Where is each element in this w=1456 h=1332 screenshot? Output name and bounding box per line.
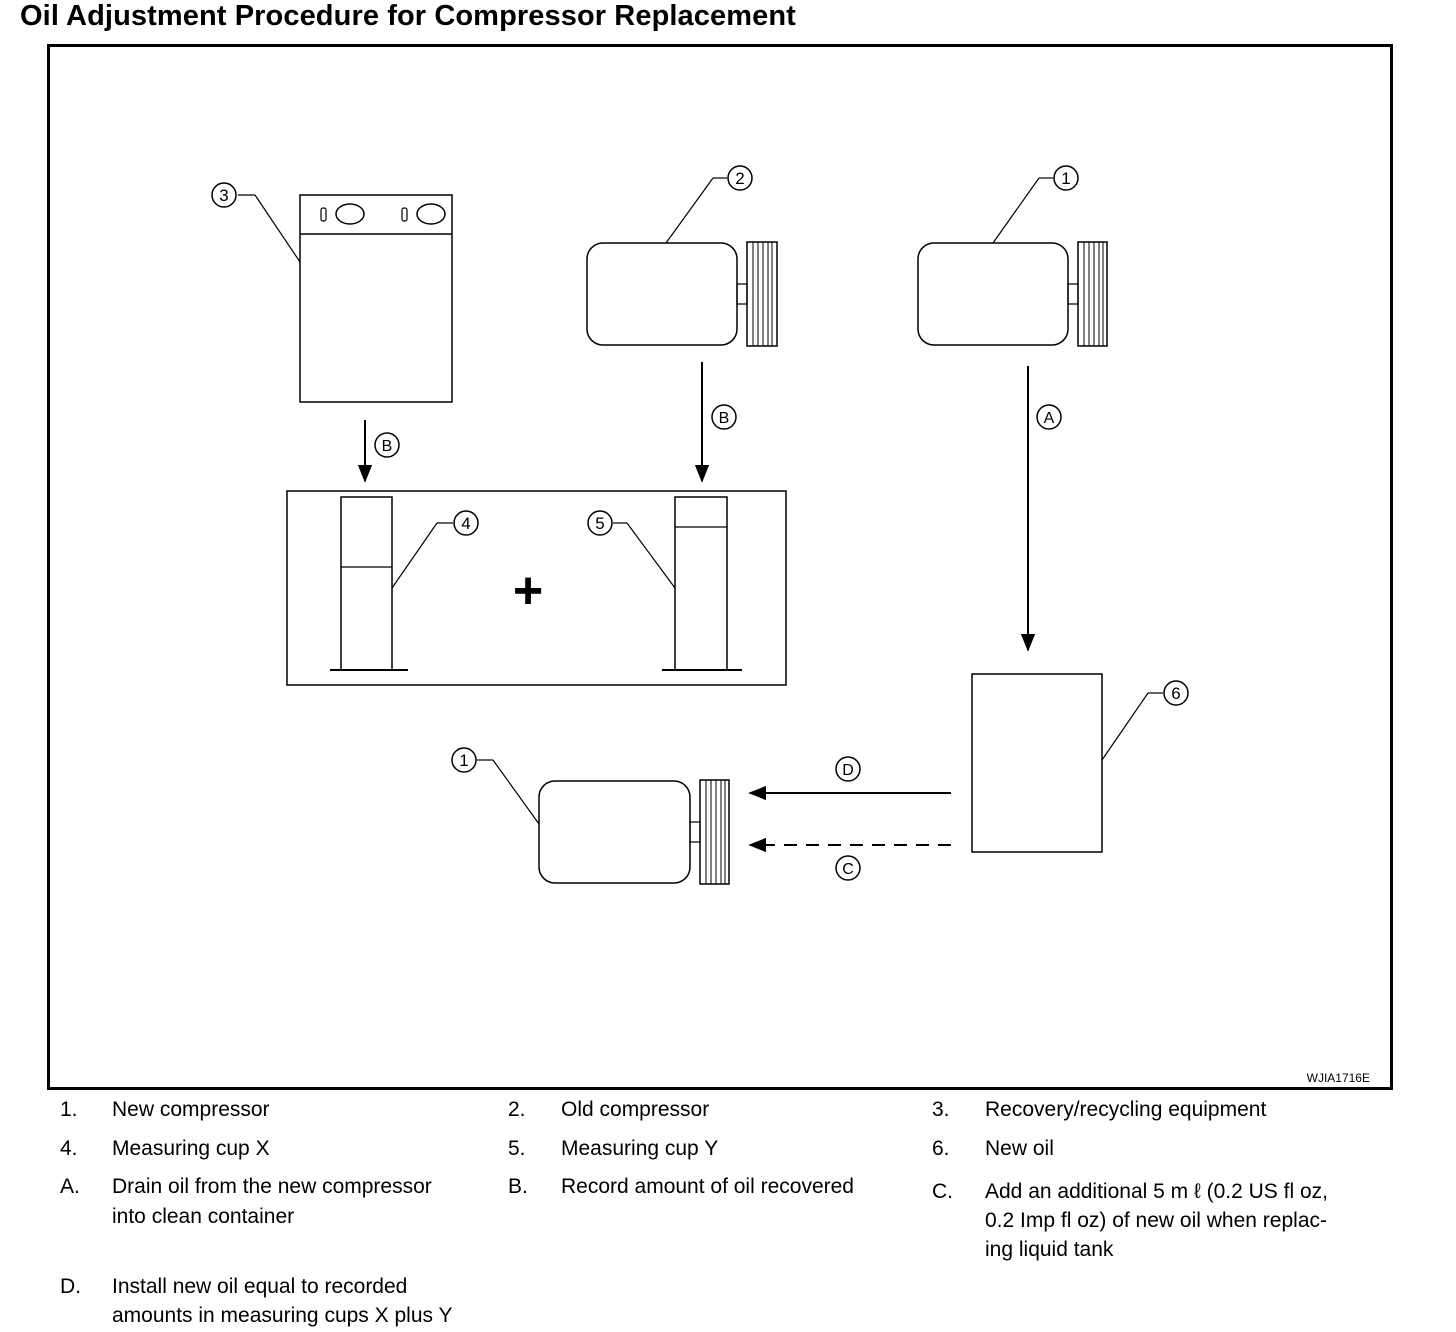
new-oil-container — [971, 673, 1103, 853]
legend-text-3: Recovery/recycling equipment — [985, 1098, 1267, 1121]
measuring-cup-x — [330, 496, 408, 671]
svg-text:6: 6 — [1171, 684, 1180, 703]
legend-num-2: 2. — [508, 1098, 526, 1121]
plus-sign: + — [513, 562, 543, 620]
new-compressor-bottom — [538, 779, 730, 885]
callout-6: 6 — [1101, 680, 1189, 761]
measuring-cup-y — [662, 496, 742, 671]
page-title: Oil Adjustment Procedure for Compressor … — [20, 0, 796, 32]
callout-3: 3 — [211, 182, 301, 263]
callout-1-bottom: 1 — [451, 747, 540, 825]
legend-num-1: 1. — [60, 1098, 78, 1121]
arrow-b-left: B — [357, 420, 400, 483]
svg-text:B: B — [382, 438, 393, 455]
legend-num-a: A. — [60, 1175, 80, 1198]
svg-text:1: 1 — [459, 751, 468, 770]
svg-text:C: C — [842, 861, 854, 878]
legend-text-1: New compressor — [112, 1098, 270, 1121]
legend-text-4: Measuring cup X — [112, 1137, 270, 1160]
legend-num-5: 5. — [508, 1137, 526, 1160]
new-compressor-top — [917, 241, 1108, 347]
old-compressor — [586, 241, 778, 347]
legend-text-a-line2: into clean container — [112, 1205, 295, 1228]
svg-text:1: 1 — [1061, 169, 1070, 188]
svg-text:2: 2 — [735, 169, 744, 188]
legend-text-c-line2: 0.2 Imp fl oz) of new oil when replac- — [985, 1209, 1327, 1232]
callout-4: 4 — [391, 510, 479, 589]
arrow-c: C — [748, 837, 951, 881]
legend-num-6: 6. — [932, 1137, 950, 1160]
callout-5: 5 — [587, 510, 676, 589]
measuring-cups-box — [286, 490, 787, 686]
arrow-a: A — [1020, 366, 1062, 652]
diagram-canvas: 3 2 1 B — [211, 165, 1370, 1085]
svg-text:5: 5 — [595, 514, 604, 533]
legend-text-c-line3: ing liquid tank — [985, 1238, 1114, 1261]
legend-text-2: Old compressor — [561, 1098, 710, 1121]
legend-num-b: B. — [508, 1175, 528, 1198]
arrow-b-right: B — [694, 362, 737, 483]
svg-text:D: D — [842, 762, 854, 779]
svg-text:3: 3 — [219, 186, 228, 205]
legend-text-c-line1: Add an additional 5 m ℓ (0.2 US fl oz, — [985, 1180, 1328, 1203]
legend-text-a-line1: Drain oil from the new compressor — [112, 1175, 432, 1198]
figure-code: WJIA1716E — [1307, 1071, 1370, 1085]
legend-text-6: New oil — [985, 1137, 1054, 1160]
legend-text-d-line1: Install new oil equal to recorded — [112, 1275, 408, 1298]
arrow-d: D — [748, 756, 951, 801]
callout-2: 2 — [665, 165, 753, 244]
legend-num-4: 4. — [60, 1137, 78, 1160]
legend-num-3: 3. — [932, 1098, 950, 1121]
svg-text:B: B — [719, 410, 730, 427]
legend-num-c: C. — [932, 1180, 953, 1203]
legend-num-d: D. — [60, 1275, 81, 1298]
svg-text:4: 4 — [461, 514, 470, 533]
legend-text-b: Record amount of oil recovered — [561, 1175, 854, 1198]
callout-1-top: 1 — [992, 165, 1079, 244]
recovery-equipment — [299, 194, 453, 403]
diagram-frame — [47, 44, 1393, 1090]
legend-text-5: Measuring cup Y — [561, 1137, 719, 1160]
legend-text-d-line2: amounts in measuring cups X plus Y — [112, 1304, 453, 1327]
svg-text:A: A — [1044, 410, 1055, 427]
